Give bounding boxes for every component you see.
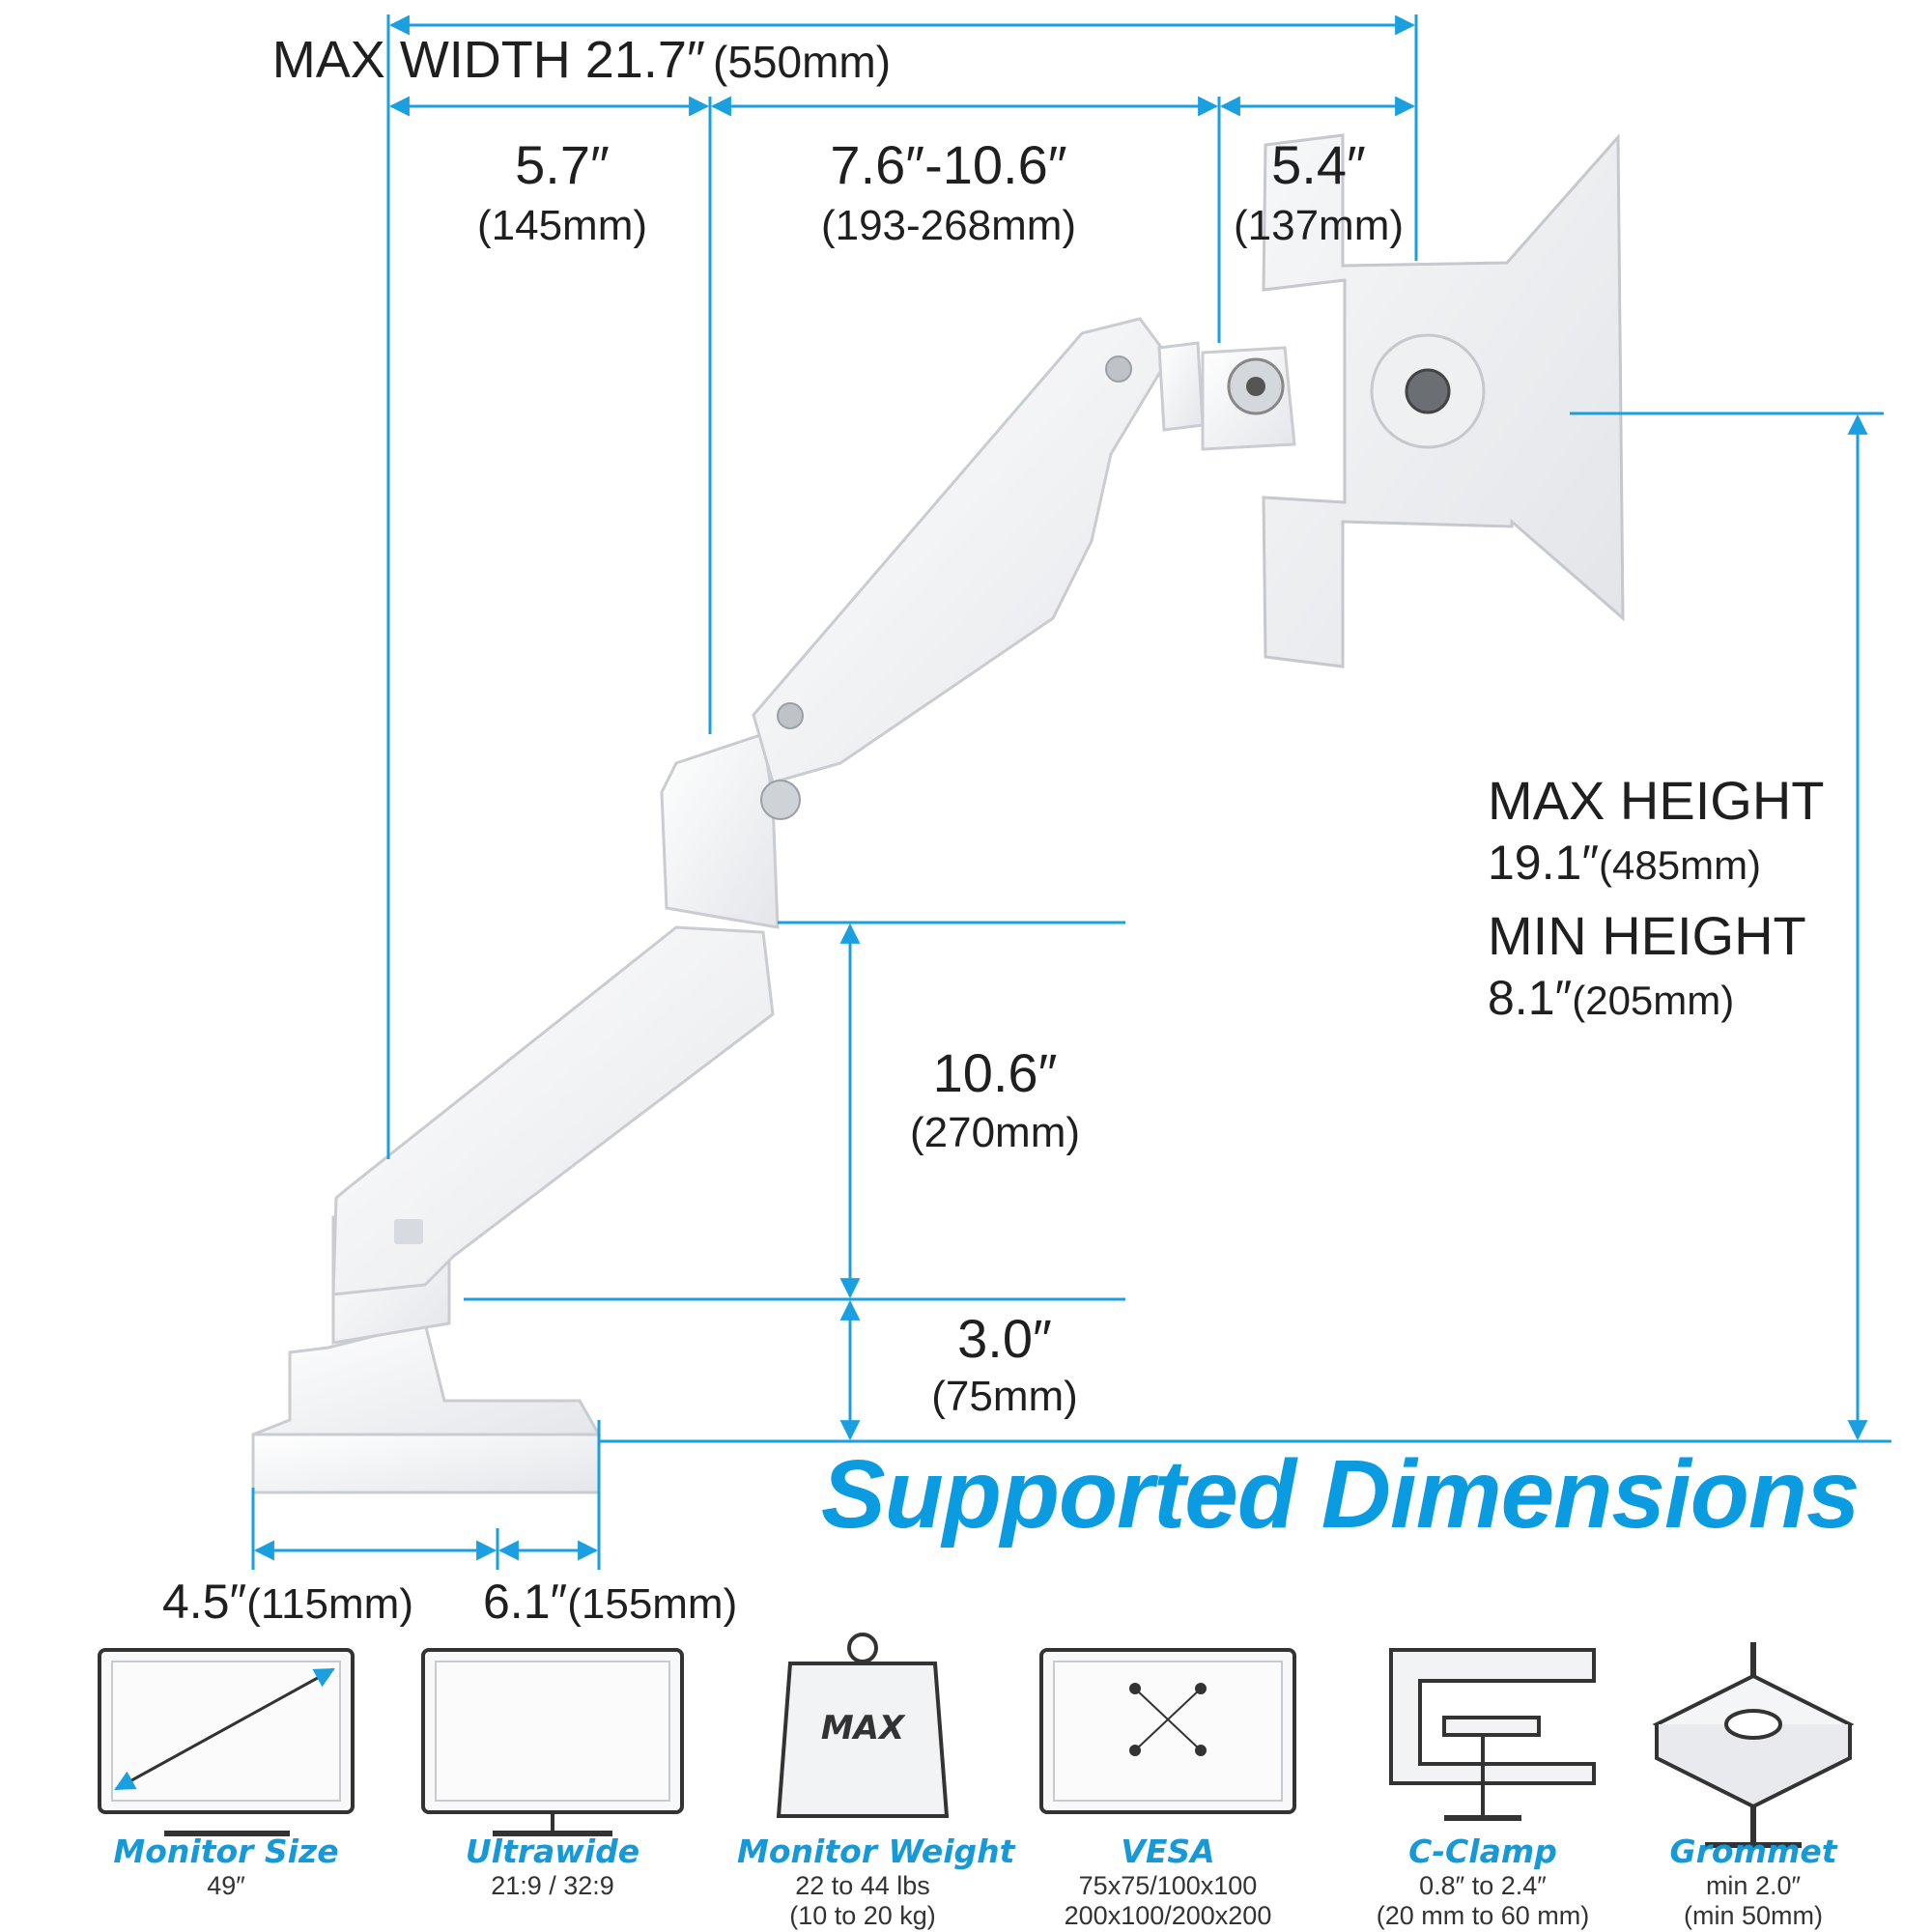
spec-line: 75x75/100x100 — [1078, 1871, 1258, 1900]
lower-arm — [331, 925, 775, 1296]
upper-arm — [752, 317, 1171, 784]
seg-left-mm: (145mm) — [477, 202, 647, 249]
grommet-icon — [1652, 1642, 1855, 1848]
arm-screw-top — [1105, 355, 1132, 383]
spec-line: 49″ — [207, 1871, 245, 1900]
spec-ultrawide-label: Ultrawide — [465, 1833, 640, 1870]
desk-base-plate — [251, 1433, 601, 1494]
elbow-joint — [660, 732, 780, 929]
spec-monitor-weight-value: 22 to 44 lbs (10 to 20 kg) — [718, 1871, 1008, 1931]
monitor-arm-illustration — [251, 133, 1625, 1494]
base-mm: (75mm) — [931, 1373, 1078, 1420]
spec-monitor-size-value: 49″ — [81, 1871, 371, 1901]
spec-c-clamp-value: 0.8″ to 2.4″ (20 mm to 60 mm) — [1338, 1871, 1628, 1931]
max-height-label: MAX HEIGHT — [1488, 770, 1824, 831]
spec-monitor-weight-label: Monitor Weight — [737, 1833, 1015, 1870]
ultrawide-icon — [421, 1648, 684, 1836]
dimension-labels: MAX WIDTH 21.7″ (550mm) 5.7″ (145mm) 7.6… — [162, 31, 1824, 1629]
spec-grommet-value: min 2.0″ (min 50mm) — [1608, 1871, 1898, 1931]
tilt-head — [1157, 341, 1205, 432]
base-back-dim: 6.1″(155mm) — [483, 1575, 737, 1629]
weight-icon: MAX — [776, 1633, 950, 1818]
seg-mid-inch: 7.6″-10.6″ — [830, 134, 1066, 195]
supported-dimensions-heading: Supported Dimensions — [821, 1440, 1861, 1548]
clamp-body — [252, 1321, 602, 1436]
max-width-label: MAX WIDTH 21.7″ — [272, 31, 705, 89]
vesa-hub-knob — [1405, 368, 1451, 414]
min-height-value: 8.1″(205mm) — [1488, 971, 1734, 1025]
seg-left-inch: 5.7″ — [515, 134, 610, 195]
spec-line: (min 50mm) — [1683, 1901, 1823, 1930]
spec-monitor-size-label: Monitor Size — [113, 1833, 339, 1870]
pole-mm: (270mm) — [910, 1109, 1080, 1156]
spec-line: 0.8″ to 2.4″ — [1419, 1871, 1547, 1900]
spec-vesa-value: 75x75/100x100 200x100/200x200 — [1023, 1871, 1313, 1931]
spec-line: min 2.0″ — [1705, 1871, 1802, 1900]
spec-line: 200x100/200x200 — [1064, 1901, 1272, 1930]
dimension-lines — [251, 14, 1891, 1570]
seg-mid-mm: (193-268mm) — [821, 202, 1076, 249]
weight-icon-text: MAX — [821, 1709, 906, 1747]
spec-line: (10 to 20 kg) — [789, 1901, 936, 1930]
min-height-label: MIN HEIGHT — [1488, 905, 1806, 966]
spec-line: (20 mm to 60 mm) — [1376, 1901, 1590, 1930]
monitor-size-icon — [98, 1648, 355, 1836]
c-clamp-icon — [1389, 1648, 1596, 1821]
max-width-mm: (550mm) — [713, 37, 891, 87]
spec-line: 22 to 44 lbs — [795, 1871, 930, 1900]
seg-right-inch: 5.4″ — [1271, 134, 1366, 195]
spec-icons: MAX — [98, 1633, 1855, 1848]
seg-right-mm: (137mm) — [1234, 202, 1404, 249]
base-inch: 3.0″ — [957, 1308, 1052, 1369]
arm-screw — [777, 702, 804, 729]
elbow-screw — [760, 780, 801, 820]
spec-line: 21:9 / 32:9 — [491, 1871, 614, 1900]
vesa-icon — [1039, 1648, 1296, 1814]
spec-grommet-label: Grommet — [1669, 1833, 1837, 1870]
swivel-knob-center — [1246, 377, 1265, 396]
spec-ultrawide-value: 21:9 / 32:9 — [408, 1871, 697, 1901]
max-height-value: 19.1″(485mm) — [1488, 836, 1761, 890]
base-front-dim: 4.5″(115mm) — [162, 1575, 413, 1629]
spec-vesa-label: VESA — [1121, 1833, 1215, 1870]
pole-inch: 10.6″ — [933, 1042, 1058, 1103]
lower-arm-button — [394, 1219, 423, 1244]
spec-c-clamp-label: C-Clamp — [1408, 1833, 1557, 1870]
